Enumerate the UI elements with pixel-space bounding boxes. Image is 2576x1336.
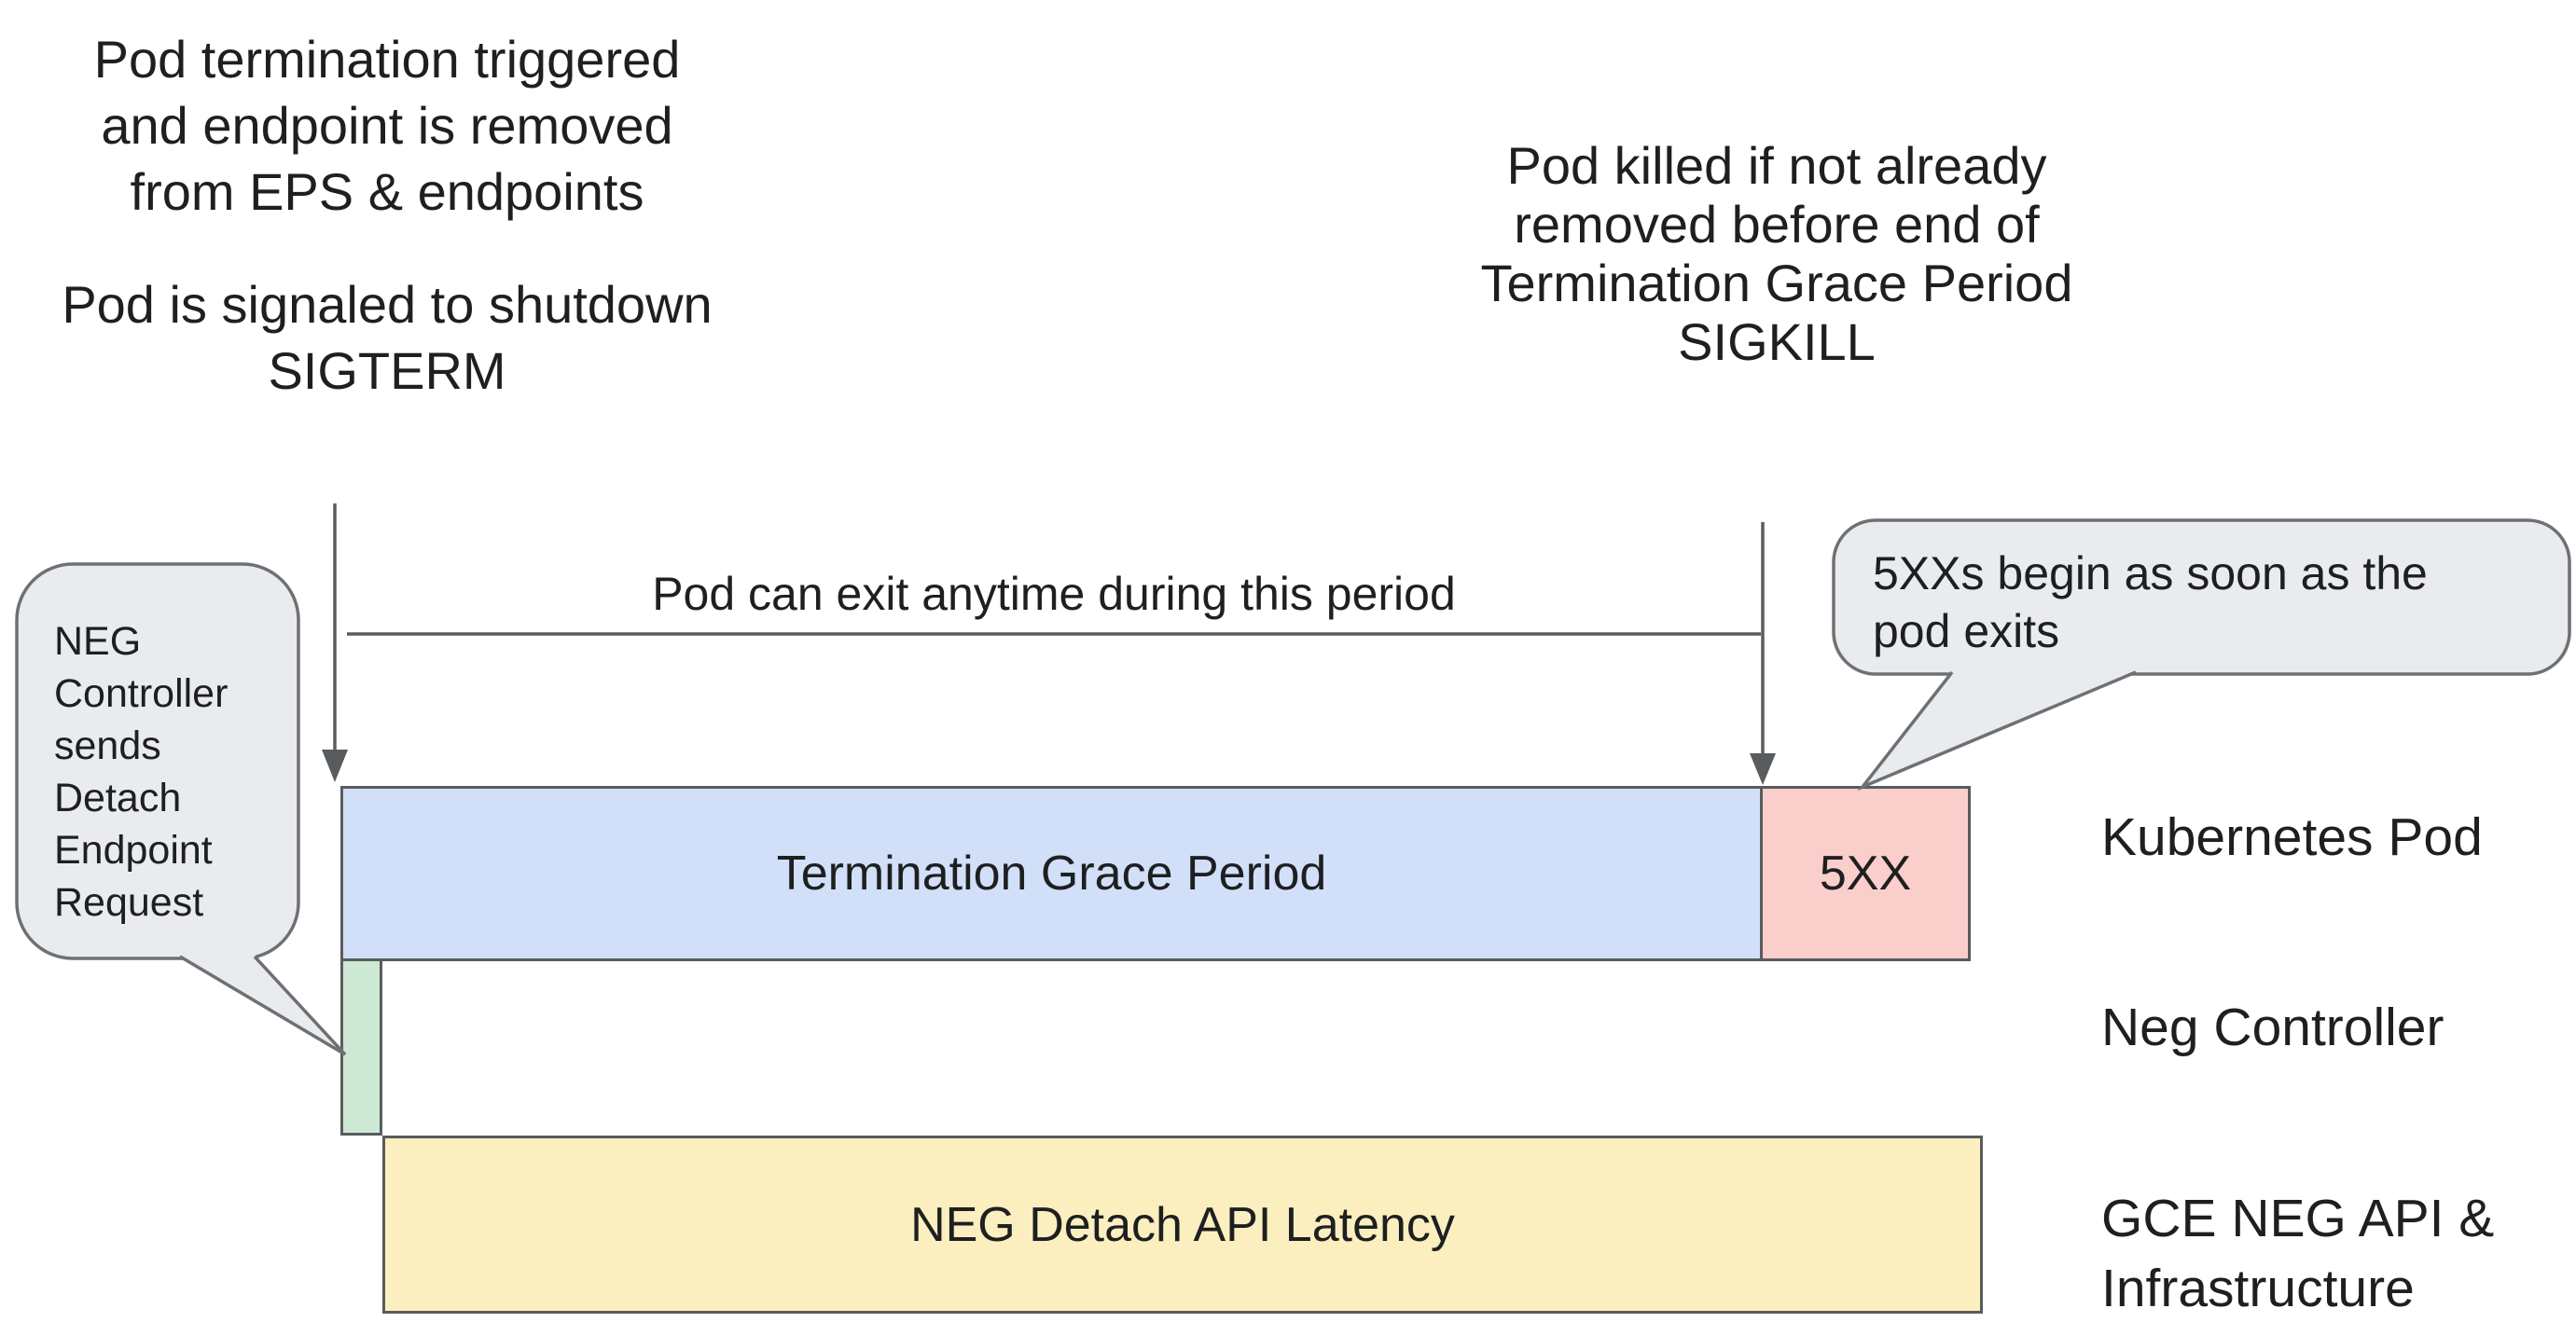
five-xx-bar: 5XX (1760, 786, 1971, 961)
annotation-line: from EPS & endpoints (130, 162, 644, 221)
annotation-sigterm-text: Pod is signaled to shutdown SIGTERM (51, 271, 723, 404)
callout-tail (1863, 670, 2136, 787)
down-arrow-icon (322, 750, 348, 782)
annotation-pod-termination-triggered: Pod termination triggered and endpoint i… (51, 26, 723, 404)
lane-label-line: Kubernetes Pod (2101, 807, 2483, 867)
callout-line: sends (54, 723, 161, 768)
lane-label-line: Neg Controller (2101, 998, 2444, 1057)
neg-controller-callout-text: NEG Controller sends Detach Endpoint Req… (54, 615, 228, 929)
callout-line: pod exits (1873, 605, 2060, 657)
down-arrow-icon (1750, 753, 1776, 785)
annotation-line: removed before end of (1514, 195, 2040, 254)
callout-tail (180, 955, 345, 1054)
callout-line: NEG (54, 619, 142, 664)
annotation-line: Pod termination triggered (93, 30, 681, 89)
annotation-line: Termination Grace Period (1480, 254, 2073, 312)
callout-line: Request (54, 880, 204, 925)
termination-grace-period-bar: Termination Grace Period (340, 786, 1763, 961)
annotation-line: SIGKILL (1678, 312, 1876, 371)
callout-line: 5XXs begin as soon as the (1873, 547, 2428, 599)
neg-detach-request-bar (340, 958, 382, 1136)
callout-tail-border (1857, 670, 2137, 792)
neg-detach-api-latency-bar: NEG Detach API Latency (382, 1136, 1983, 1314)
lane-label-line: GCE NEG API & (2101, 1189, 2495, 1248)
annotation-line: Pod is signaled to shutdown (62, 275, 713, 334)
callout-tail-border (179, 955, 347, 1056)
annotation-trigger-text: Pod termination triggered and endpoint i… (51, 26, 723, 225)
exit-anytime-label: Pod can exit anytime during this period (652, 568, 1456, 620)
lane-label-neg-controller: Neg Controller (2101, 998, 2444, 1057)
callout-line: Controller (54, 671, 229, 716)
annotation-line: SIGTERM (268, 341, 506, 400)
annotation-pod-killed-sigkill: Pod killed if not already removed before… (1441, 136, 2112, 371)
callout-line: Detach (54, 776, 182, 820)
neg-detach-api-latency-label: NEG Detach API Latency (910, 1197, 1455, 1252)
five-xx-label: 5XX (1819, 847, 1912, 901)
annotation-line: Pod killed if not already (1506, 136, 2047, 195)
lane-label-kubernetes-pod: Kubernetes Pod (2101, 807, 2483, 867)
lane-label-gce-neg-api: GCE NEG API & Infrastructure (2101, 1184, 2494, 1324)
termination-grace-period-label: Termination Grace Period (776, 847, 1327, 901)
lane-label-line: Infrastructure (2101, 1259, 2415, 1318)
callout-line: Endpoint (54, 828, 213, 873)
five-xx-callout-text: 5XXs begin as soon as the pod exits (1873, 544, 2428, 660)
annotation-line: and endpoint is removed (101, 96, 673, 155)
